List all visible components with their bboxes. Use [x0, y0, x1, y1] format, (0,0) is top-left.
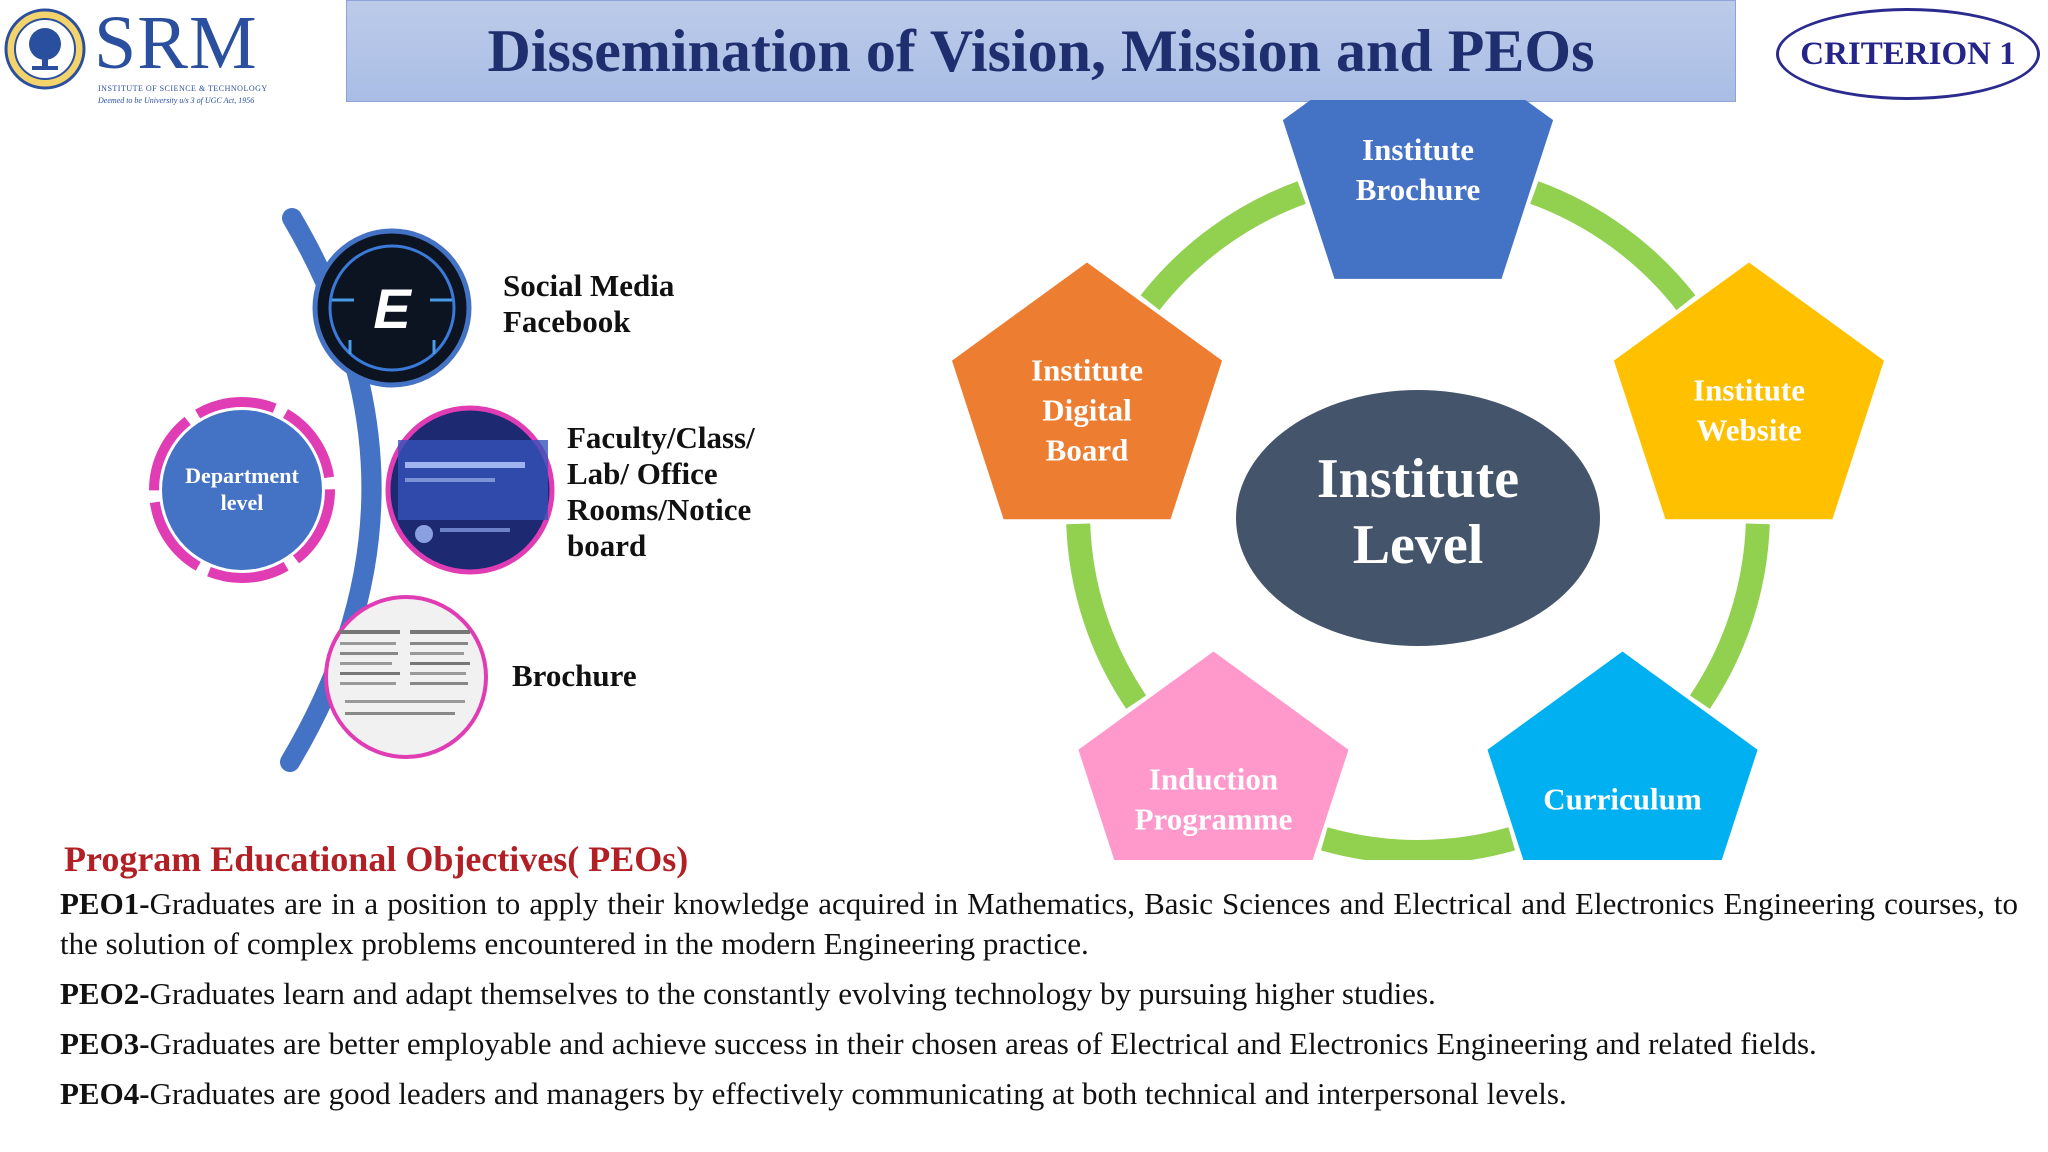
institute-node-shape [1613, 262, 1884, 520]
criterion-label: CRITERION 1 [1800, 35, 2016, 72]
brochure-icon [324, 595, 488, 759]
channel-label: Rooms/Notice [567, 492, 752, 527]
institute-node-label: Curriculum [1543, 782, 1702, 817]
institute-node-label: Institute [1031, 353, 1143, 388]
institute-node-label: Website [1696, 413, 1801, 448]
peo-code: PEO2- [60, 976, 150, 1011]
cycle-connector-arc [1066, 523, 1147, 709]
srm-seal-icon [4, 8, 86, 90]
channel-brochure: Brochure [512, 658, 637, 694]
svg-text:E: E [373, 277, 412, 340]
notice-board-icon [385, 405, 555, 575]
page-title: Dissemination of Vision, Mission and PEO… [487, 17, 1595, 84]
channel-social-media: Social Media Facebook [503, 268, 674, 340]
institute-node-label: Induction [1149, 762, 1278, 797]
peo-heading: Program Educational Objectives( PEOs) [64, 839, 689, 879]
department-label-line: level [220, 490, 264, 515]
institute-cycle-diagram: InstituteBrochureInstituteWebsiteCurricu… [952, 100, 1884, 860]
institute-node-label: Brochure [1356, 172, 1481, 207]
cycle-connector-arc [1530, 181, 1696, 311]
channel-notice-board: Faculty/Class/ Lab/ Office Rooms/Notice … [567, 420, 755, 564]
peo-text: Graduates are in a position to apply the… [60, 886, 2018, 961]
peo-item: PEO3-Graduates are better employable and… [60, 1024, 2018, 1064]
institute-node-shape [1078, 651, 1349, 860]
channel-label: Brochure [512, 658, 637, 693]
logo-subtitle: INSTITUTE OF SCIENCE & TECHNOLOGY [98, 84, 268, 93]
channel-label: Faculty/Class/ [567, 420, 755, 455]
department-label-line: Department [185, 463, 299, 488]
peo-item: PEO1-Graduates are in a position to appl… [60, 884, 2018, 964]
peo-text: Graduates are good leaders and managers … [149, 1076, 1567, 1111]
logo-subtitle-deemed: Deemed to be University u/s 3 of UGC Act… [98, 96, 255, 105]
social-media-icon: E [312, 228, 472, 388]
department-level-node [149, 397, 335, 583]
title-banner: Dissemination of Vision, Mission and PEO… [346, 0, 1736, 102]
institute-node-label: Programme [1135, 802, 1293, 837]
peo-item: PEO2-Graduates learn and adapt themselve… [60, 974, 2018, 1014]
cycle-connector-arc [1140, 181, 1306, 311]
cycle-connector-arc [1689, 523, 1770, 709]
peo-text: Graduates learn and adapt themselves to … [149, 976, 1436, 1011]
channel-label: Social Media [503, 268, 675, 303]
channel-label: Lab/ Office [567, 456, 718, 491]
channel-label: board [567, 528, 647, 563]
institute-node-label: Institute [1362, 132, 1474, 167]
institute-label-line: Institute [1316, 448, 1520, 510]
institute-node-shape [1487, 651, 1758, 860]
peo-code: PEO1- [60, 886, 150, 921]
institute-node: Curriculum [1487, 651, 1758, 860]
institute-node-shape [1282, 100, 1554, 279]
srm-logo: SRM INSTITUTE OF SCIENCE & TECHNOLOGY De… [4, 1, 304, 106]
institute-label-line: Level [1352, 514, 1484, 576]
institute-node-label: Digital [1042, 393, 1132, 428]
peo-item: PEO4-Graduates are good leaders and mana… [60, 1074, 2018, 1114]
criterion-badge: CRITERION 1 [1776, 8, 2040, 100]
peo-list: PEO1-Graduates are in a position to appl… [60, 884, 2018, 1124]
institute-level-label: Institute Level [1238, 446, 1598, 578]
institute-node-shape [952, 262, 1223, 520]
cycle-connector-arc [1320, 827, 1516, 860]
peo-text: Graduates are better employable and achi… [149, 1026, 1817, 1061]
institute-level-center [1236, 390, 1600, 646]
channel-label: Facebook [503, 304, 631, 339]
department-diagram: E [149, 208, 555, 772]
institute-node-label: Board [1046, 433, 1129, 468]
peo-code: PEO3- [60, 1026, 150, 1061]
logo-wordmark: SRM [94, 1, 258, 85]
institute-node-label: Institute [1693, 373, 1805, 408]
department-level-label: Department level [162, 462, 322, 516]
peo-code: PEO4- [60, 1076, 150, 1111]
